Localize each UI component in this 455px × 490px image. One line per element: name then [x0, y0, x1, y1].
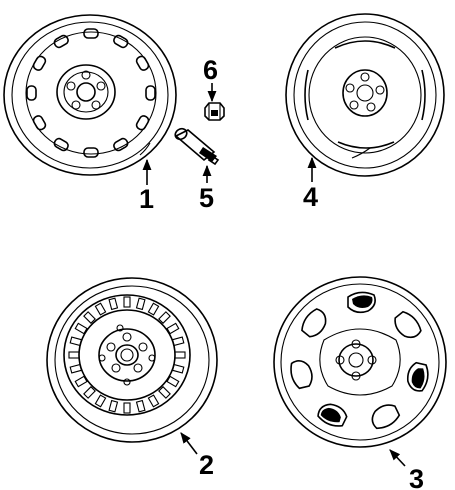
callout-2: 2: [199, 450, 214, 480]
callout-leaders: [142, 83, 406, 467]
callout-3: 3: [409, 464, 424, 490]
wheel-cover-slotted-rim: [46, 277, 218, 443]
steel-wheel-slotted: [3, 14, 177, 176]
leader-3: [389, 449, 406, 467]
callout-1: 1: [139, 184, 154, 214]
lug-nut: [204, 102, 225, 121]
callout-6: 6: [203, 55, 218, 85]
callout-4: 4: [303, 182, 318, 212]
wheel-cover-styled: [273, 276, 447, 448]
leader-2: [180, 432, 198, 455]
steel-wheel-plain: [285, 13, 445, 177]
callout-5: 5: [199, 183, 214, 213]
valve-stem: [174, 127, 220, 166]
